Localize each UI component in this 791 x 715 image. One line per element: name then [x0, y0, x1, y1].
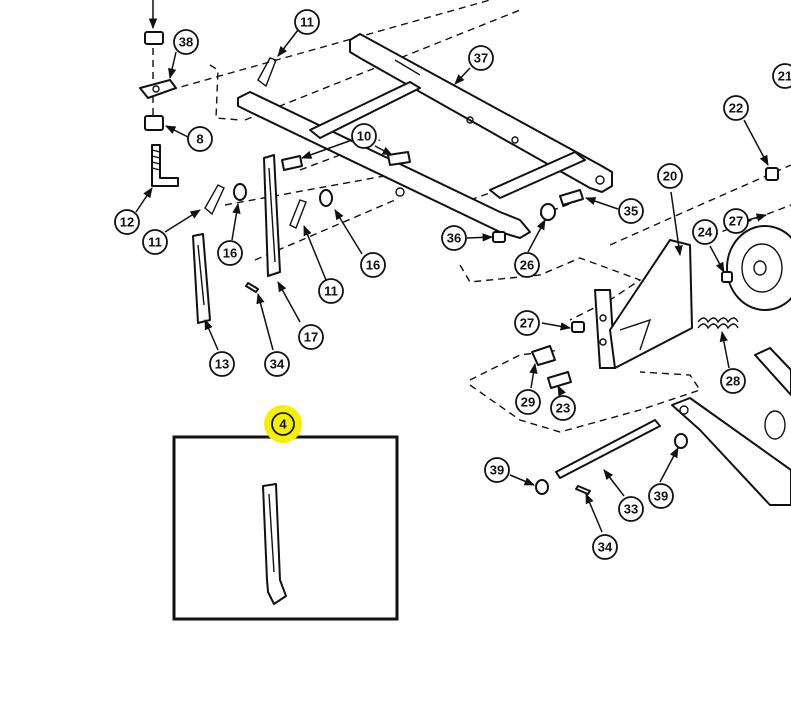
svg-text:33: 33	[624, 502, 638, 517]
svg-text:13: 13	[215, 357, 229, 372]
callout-38: 38	[173, 29, 199, 55]
callout-23: 23	[550, 395, 576, 421]
svg-text:8: 8	[196, 132, 203, 147]
svg-text:36: 36	[447, 231, 461, 246]
callout-11: 11	[294, 9, 320, 35]
callout-33: 33	[618, 496, 644, 522]
callout-39: 39	[484, 457, 510, 483]
svg-text:26: 26	[520, 258, 534, 273]
callout-35: 35	[618, 198, 644, 224]
callout-16: 16	[360, 252, 386, 278]
svg-text:21: 21	[778, 69, 791, 84]
callout-27: 27	[514, 310, 540, 336]
lower-arm	[671, 347, 791, 506]
j-bolt-12	[151, 144, 179, 187]
callout-34: 34	[592, 534, 618, 560]
callout-16: 16	[217, 240, 243, 266]
callout-20: 20	[657, 163, 683, 189]
clip-38	[139, 79, 177, 99]
svg-text:16: 16	[223, 246, 237, 261]
rod-33	[535, 419, 688, 495]
callout-8: 8	[187, 126, 213, 152]
svg-text:28: 28	[726, 374, 740, 389]
leader-lines	[135, 29, 769, 533]
svg-text:17: 17	[304, 330, 318, 345]
top-fasteners	[139, 0, 179, 187]
svg-text:34: 34	[598, 540, 613, 555]
callout-12: 12	[114, 209, 140, 235]
bracket-20	[594, 239, 693, 369]
svg-text:29: 29	[521, 395, 535, 410]
hair-pins-11	[204, 57, 307, 229]
callout-34: 34	[264, 351, 290, 377]
link-4	[262, 483, 287, 605]
callout-21: 21	[772, 63, 791, 89]
svg-text:10: 10	[357, 129, 371, 144]
callout-17: 17	[298, 324, 324, 350]
fasteners-36-26-35	[492, 189, 584, 243]
svg-text:37: 37	[474, 51, 488, 66]
main-frame	[237, 33, 613, 239]
callout-11: 11	[318, 278, 344, 304]
pulley	[721, 167, 791, 311]
callout-29: 29	[515, 389, 541, 415]
svg-text:38: 38	[179, 35, 193, 50]
link-13	[192, 233, 211, 324]
svg-text:34: 34	[270, 357, 285, 372]
svg-text:22: 22	[729, 101, 743, 116]
callout-27: 27	[723, 208, 749, 234]
nut-top	[144, 31, 164, 45]
bolts-10	[281, 151, 411, 171]
svg-text:27: 27	[520, 316, 534, 331]
callout-28: 28	[720, 368, 746, 394]
callout-26: 26	[514, 252, 540, 278]
spring-28	[697, 317, 739, 330]
callout-13: 13	[209, 351, 235, 377]
callout-22: 22	[723, 95, 749, 121]
svg-text:27: 27	[729, 214, 743, 229]
svg-text:20: 20	[663, 169, 677, 184]
svg-text:12: 12	[120, 215, 134, 230]
callout-39: 39	[648, 483, 674, 509]
svg-text:35: 35	[624, 204, 638, 219]
svg-text:11: 11	[324, 284, 338, 299]
callout-10: 10	[351, 123, 377, 149]
washers-16	[233, 183, 333, 207]
callout-36: 36	[441, 225, 467, 251]
callout-37: 37	[468, 45, 494, 71]
inset-callout-4: 4	[264, 405, 302, 443]
nut-8	[144, 115, 164, 131]
link-17	[263, 154, 281, 277]
svg-text:39: 39	[490, 463, 504, 478]
callout-labels: 38 11 37 8 10 12 11 16 16 11 17 13 34 36…	[114, 9, 791, 560]
svg-text:16: 16	[366, 258, 380, 273]
svg-text:11: 11	[148, 235, 162, 250]
svg-text:39: 39	[654, 489, 668, 504]
callout-11: 11	[142, 229, 168, 255]
inset-box	[172, 435, 399, 621]
svg-text:24: 24	[698, 225, 713, 240]
svg-text:23: 23	[556, 401, 570, 416]
pin-34-upper	[245, 282, 259, 293]
svg-text:4: 4	[279, 417, 287, 432]
svg-text:11: 11	[300, 15, 314, 30]
callout-24: 24	[692, 219, 718, 245]
fasteners-29-23-27	[531, 321, 585, 389]
